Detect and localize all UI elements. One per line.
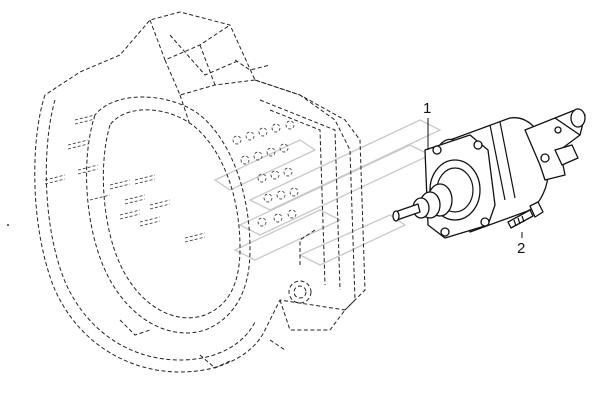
watermark-logo (213, 119, 442, 266)
mounting-bolt (507, 201, 544, 229)
callout-1: 1 (423, 100, 431, 150)
stray-dot (7, 224, 9, 226)
gearbox-housing (34, 11, 366, 373)
callout-2-label: 2 (517, 240, 525, 257)
clutch-servo-unit (392, 108, 586, 239)
callout-1-label: 1 (423, 100, 431, 117)
callout-2: 2 (517, 232, 525, 257)
